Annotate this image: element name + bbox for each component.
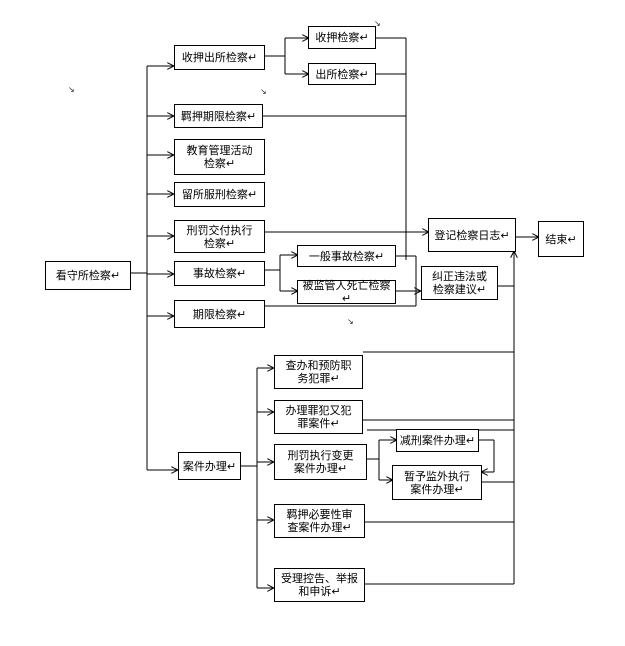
stray-mark: ↘ xyxy=(260,87,267,96)
node-root: 看守所检察↵ xyxy=(45,261,131,290)
node-reduction: 减刑案件办理↵ xyxy=(396,429,479,452)
node-sentence-serving: 留所服刑检察↵ xyxy=(174,182,265,207)
node-general-accident: 一般事故检察↵ xyxy=(297,245,396,267)
node-temp-outside: 暂予监外执行 案件办理↵ xyxy=(392,465,482,500)
node-penalty-change: 刑罚执行变更 案件办理↵ xyxy=(274,444,367,480)
node-complaint: 受理控告、举报 和申诉↵ xyxy=(274,568,365,602)
node-period: 期限检察↵ xyxy=(174,300,265,328)
node-death: 被监管人死亡检察↵ xyxy=(297,279,396,305)
node-end: 结束↵ xyxy=(538,221,584,257)
stray-mark: ↘ xyxy=(347,317,354,326)
node-custody: 收押检察↵ xyxy=(308,26,376,49)
node-recidivism: 办理罪犯又犯 罪案件↵ xyxy=(274,400,363,434)
node-correction: 纠正违法或 检察建议↵ xyxy=(421,266,498,300)
node-duty-crime: 查办和预防职 务犯罪↵ xyxy=(274,355,363,389)
node-detention-period: 羁押期限检察↵ xyxy=(174,104,263,128)
stray-mark: ↘ xyxy=(68,85,75,94)
node-accident: 事故检察↵ xyxy=(174,261,265,286)
node-custody-exit: 收押出所检察↵ xyxy=(174,45,265,70)
node-exit: 出所检察↵ xyxy=(308,63,376,85)
node-necessity: 羁押必要性审 查案件办理↵ xyxy=(274,504,365,538)
stray-mark: ↘ xyxy=(374,19,381,28)
node-education: 教育管理活动 检察↵ xyxy=(174,139,265,175)
node-case-handling: 案件办理↵ xyxy=(178,452,241,480)
node-penalty-delivery: 刑罚交付执行 检察↵ xyxy=(174,220,265,253)
node-log: 登记检察日志↵ xyxy=(428,218,516,252)
